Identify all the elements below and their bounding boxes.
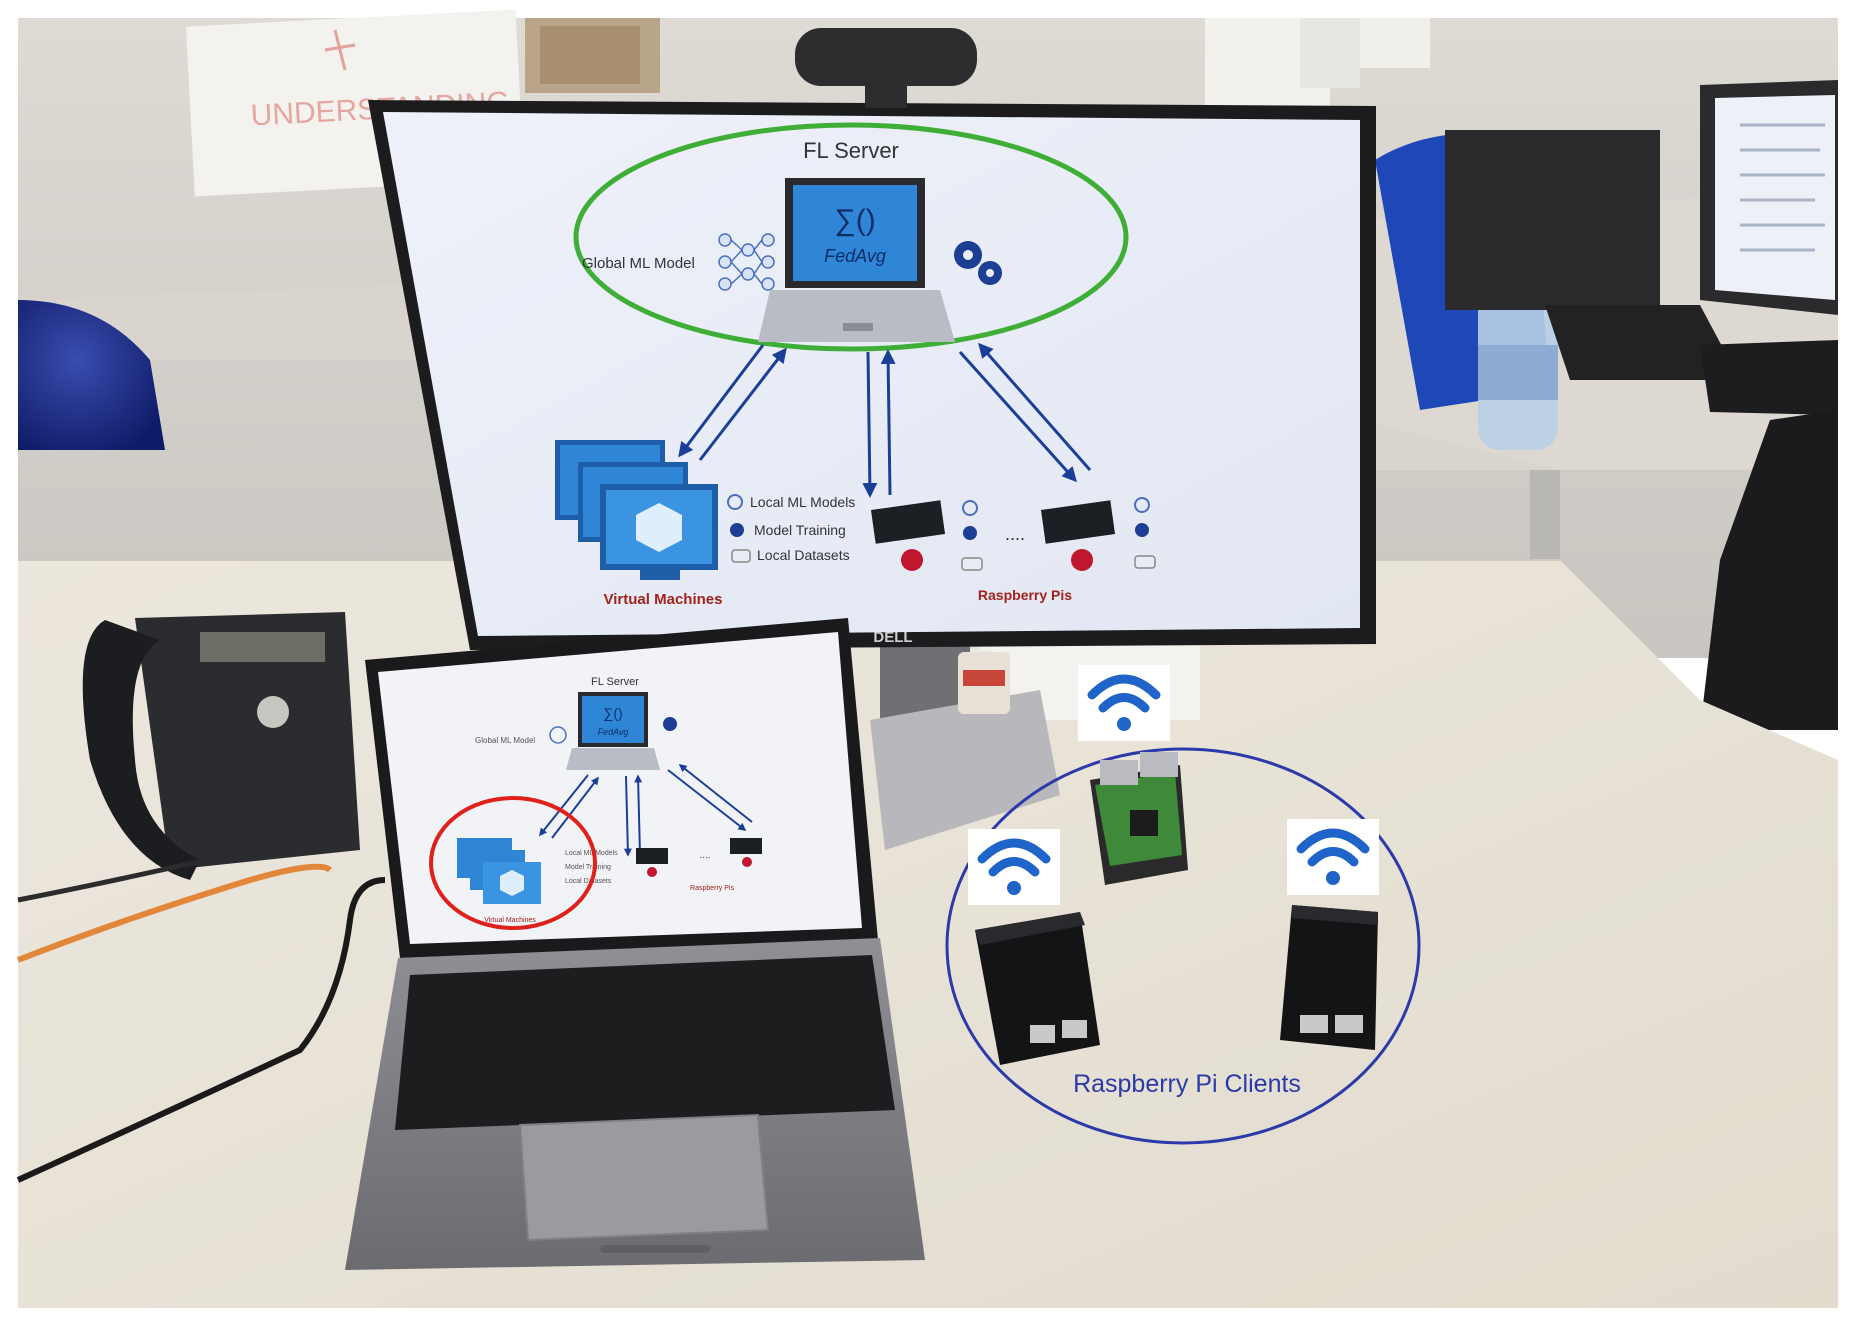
gears-icon <box>954 241 1002 285</box>
wifi-badge-right <box>1287 819 1379 895</box>
svg-text:FedAvg: FedAvg <box>598 727 629 737</box>
rpi-ellipsis: .... <box>1005 524 1025 544</box>
raspberry-pi-icon <box>870 497 1156 571</box>
heart-sketch-icon <box>324 29 356 71</box>
laptop-slide: FL Server ∑() FedAvg Global ML Model Loc… <box>429 676 762 930</box>
office-chair <box>1700 410 1838 730</box>
clients-circle <box>945 747 1421 1145</box>
legend-database-icon <box>731 549 751 563</box>
raspberry-pi-board <box>1090 752 1188 885</box>
slide-legend: Local ML Models Model Training Local Dat… <box>727 494 855 563</box>
wifi-icon <box>1296 828 1370 885</box>
wifi-icon <box>1087 674 1161 731</box>
desk-lamp <box>18 300 165 450</box>
svg-text:Local Datasets: Local Datasets <box>757 547 850 563</box>
svg-text:Local ML Models: Local ML Models <box>565 850 618 857</box>
svg-text:Virtual Machines: Virtual Machines <box>484 917 536 924</box>
svg-text:Model Training: Model Training <box>565 864 611 871</box>
svg-text:∑(): ∑() <box>603 705 622 721</box>
monitor-stand <box>870 630 1060 850</box>
background-laptop <box>1445 130 1838 415</box>
vm-highlight-circle <box>429 796 597 930</box>
monitor-brand: DELL <box>873 629 912 646</box>
clients-label: Raspberry Pi Clients <box>1073 1070 1301 1098</box>
rpi-caption: Raspberry Pis <box>978 587 1072 603</box>
laptop-icon <box>758 178 955 342</box>
svg-text:Local ML Models: Local ML Models <box>750 494 855 510</box>
svg-text:Raspberry Pis: Raspberry Pis <box>690 885 734 892</box>
legend-model-icon <box>727 494 743 510</box>
webcam <box>795 28 977 86</box>
svg-text:FL Server: FL Server <box>591 676 639 688</box>
global-model-label: Global ML Model <box>582 255 695 272</box>
virtual-machine-icon <box>555 440 718 580</box>
aggregation-symbol: ∑() <box>834 204 875 237</box>
raspberry-pi-case-right <box>1280 905 1378 1050</box>
legend-gear-icon <box>730 523 744 537</box>
background-monitor <box>1700 80 1838 315</box>
svg-text:Global ML Model: Global ML Model <box>475 736 535 745</box>
aggregation-label: FedAvg <box>824 246 886 266</box>
server-ellipse <box>573 122 1129 352</box>
flow-arrows <box>678 342 1092 498</box>
wifi-icon <box>977 838 1051 895</box>
server-title: FL Server <box>803 138 899 163</box>
wifi-badge-top <box>1078 665 1170 741</box>
wifi-badge-left <box>968 829 1060 905</box>
cable-black <box>16 877 386 1183</box>
monitor-slide: FL Server Global ML Model ∑() FedAvg <box>555 122 1156 608</box>
cable-orange <box>16 863 333 963</box>
vm-caption: Virtual Machines <box>604 591 723 608</box>
laptop-trackpad <box>518 1113 770 1242</box>
svg-text:Model Training: Model Training <box>754 522 846 538</box>
laptop-keyboard <box>395 955 895 1130</box>
neural-network-icon <box>718 233 775 291</box>
svg-text:Local Datasets: Local Datasets <box>565 878 612 885</box>
svg-text:....: .... <box>699 850 710 861</box>
desk-phone <box>82 612 360 880</box>
raspberry-pi-case-left <box>975 912 1100 1065</box>
